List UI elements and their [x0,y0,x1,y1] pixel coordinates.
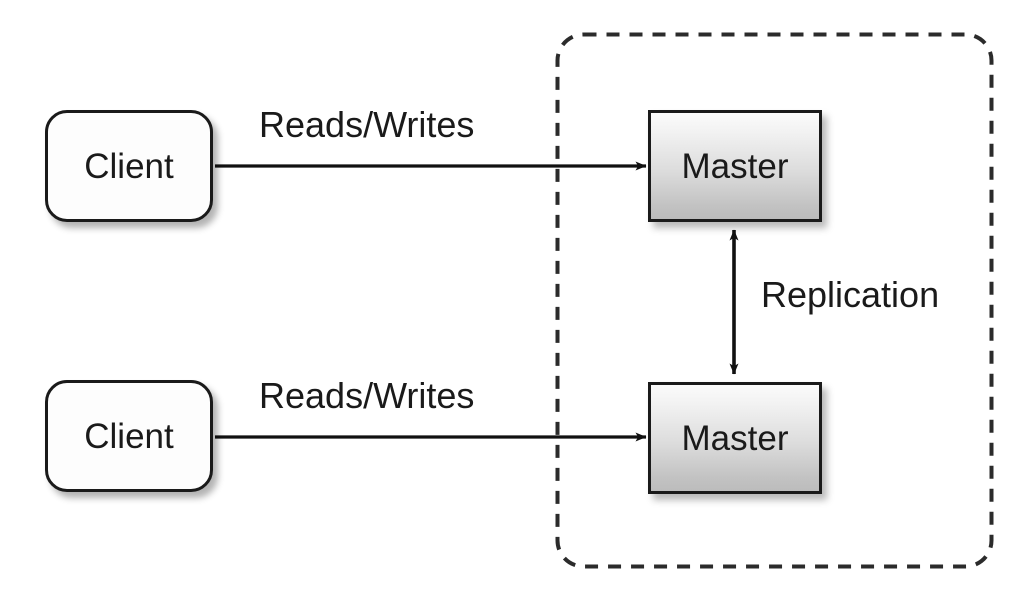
boundary-dashed-outline [555,32,994,569]
node-label-master-bottom: Master [681,418,789,458]
node-label-client-top: Client [84,146,174,186]
replication-cluster-boundary [555,32,994,569]
node-label-client-bottom: Client [84,416,174,456]
node-master-bottom[interactable]: Master [648,382,822,494]
node-label-master-top: Master [681,146,789,186]
node-client-top[interactable]: Client [45,110,213,222]
edge-label-reads-writes-top: Reads/Writes [259,104,475,145]
node-client-bottom[interactable]: Client [45,380,213,492]
edge-label-reads-writes-bottom: Reads/Writes [259,375,475,416]
edge-label-replication: Replication [761,274,940,315]
node-master-top[interactable]: Master [648,110,822,222]
